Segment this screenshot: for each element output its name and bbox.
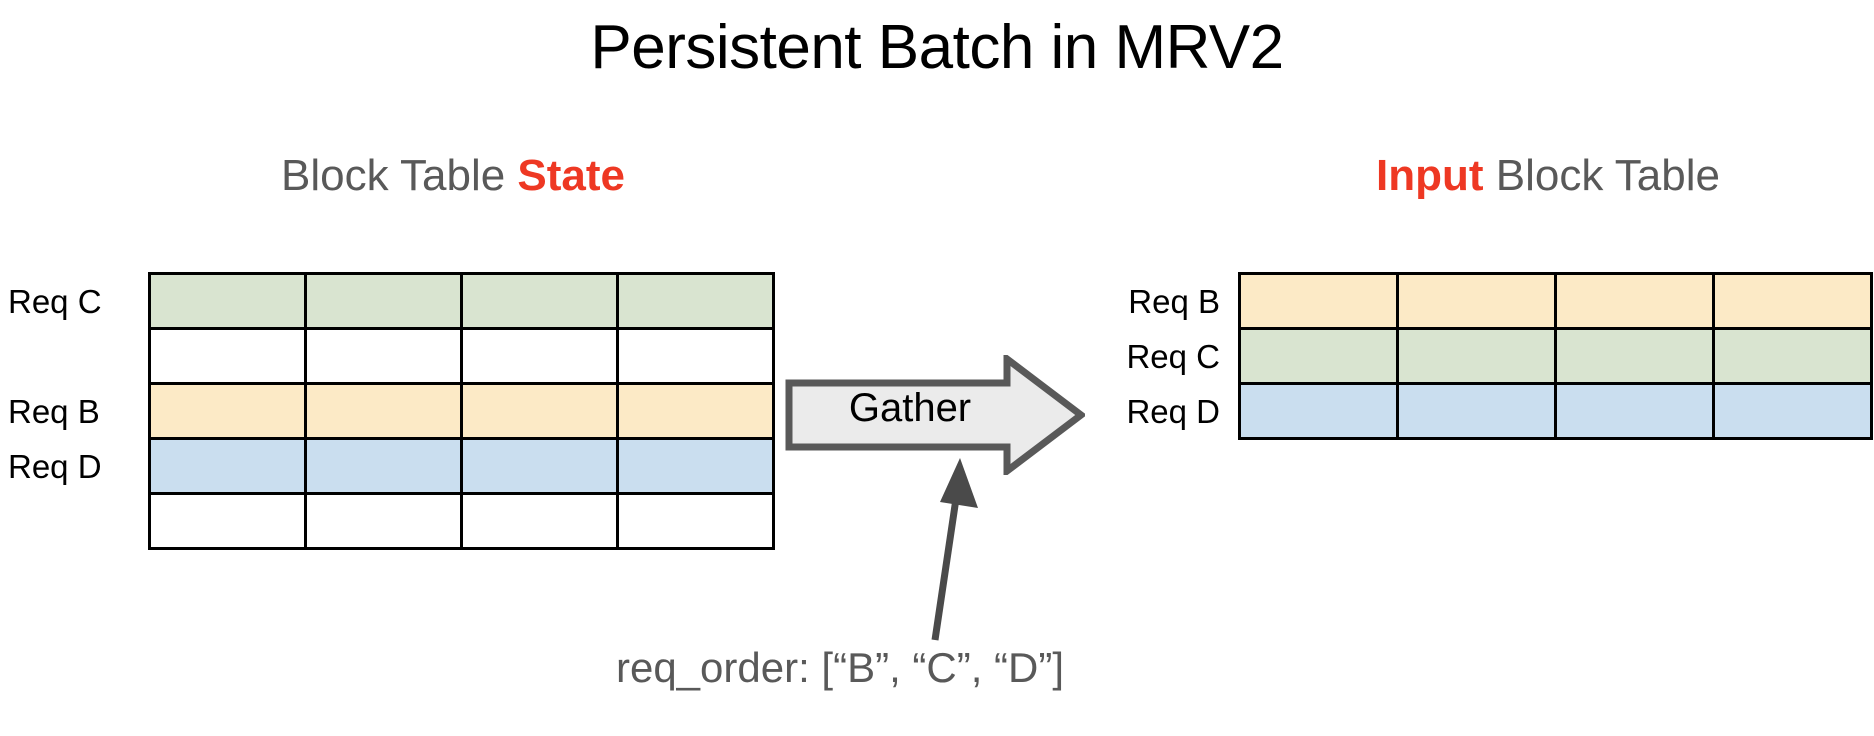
table-row (148, 437, 775, 495)
block-table-state-heading: Block Table State (148, 151, 758, 200)
block-cell (304, 382, 463, 440)
block-cell (304, 327, 463, 385)
table-row (1238, 327, 1873, 385)
block-cell (1396, 327, 1557, 385)
row-label-req-c: Req C (8, 283, 102, 320)
annotation-arrow-line (931, 491, 961, 641)
block-cell (460, 492, 619, 550)
block-cell (1554, 382, 1715, 440)
block-cell (148, 272, 307, 330)
row-label-req-d: Req D (1126, 393, 1220, 430)
heading-right-accent: Input (1376, 151, 1484, 200)
block-cell (460, 272, 619, 330)
annotation-arrow-icon (931, 458, 978, 641)
block-cell (304, 272, 463, 330)
heading-right-suffix: Block Table (1483, 151, 1720, 200)
block-cell (1712, 382, 1873, 440)
block-cell (460, 382, 619, 440)
row-label-req-d: Req D (8, 448, 102, 485)
block-cell (616, 437, 775, 495)
table-row (1238, 272, 1873, 330)
block-table-input-body (1238, 272, 1873, 440)
block-cell (1396, 272, 1557, 330)
table-row (1238, 382, 1873, 440)
row-label-req-b: Req B (8, 393, 100, 430)
block-cell (148, 437, 307, 495)
block-cell (1712, 327, 1873, 385)
gather-arrow-shape (785, 355, 1085, 475)
block-cell (1554, 272, 1715, 330)
block-cell (1238, 272, 1399, 330)
block-cell (148, 492, 307, 550)
heading-left-prefix: Block Table (280, 151, 518, 200)
block-table-input (1238, 272, 1873, 440)
block-cell (460, 327, 619, 385)
block-cell (148, 327, 307, 385)
block-cell (616, 382, 775, 440)
block-table-state (148, 272, 775, 550)
page-title: Persistent Batch in MRV2 (590, 13, 1284, 82)
block-table-state-body (148, 272, 775, 550)
block-cell (304, 492, 463, 550)
block-cell (304, 437, 463, 495)
annotation-arrow-head (940, 458, 978, 508)
block-cell (1396, 382, 1557, 440)
block-cell (460, 437, 619, 495)
gather-arrow-icon (785, 355, 1085, 475)
block-cell (616, 327, 775, 385)
heading-left-accent: State (517, 151, 626, 200)
input-block-table-heading: Input Block Table (1238, 151, 1858, 200)
block-cell (148, 382, 307, 440)
row-label-req-c: Req C (1126, 338, 1220, 375)
block-cell (1238, 382, 1399, 440)
row-label-req-b: Req B (1128, 283, 1220, 320)
req-order-caption: req_order: [“B”, “C”, “D”] (615, 644, 1065, 691)
block-cell (1554, 327, 1715, 385)
block-cell (1238, 327, 1399, 385)
table-row (148, 492, 775, 550)
table-row (148, 327, 775, 385)
block-cell (616, 272, 775, 330)
table-row (148, 382, 775, 440)
block-cell (616, 492, 775, 550)
table-row (148, 272, 775, 330)
block-cell (1712, 272, 1873, 330)
